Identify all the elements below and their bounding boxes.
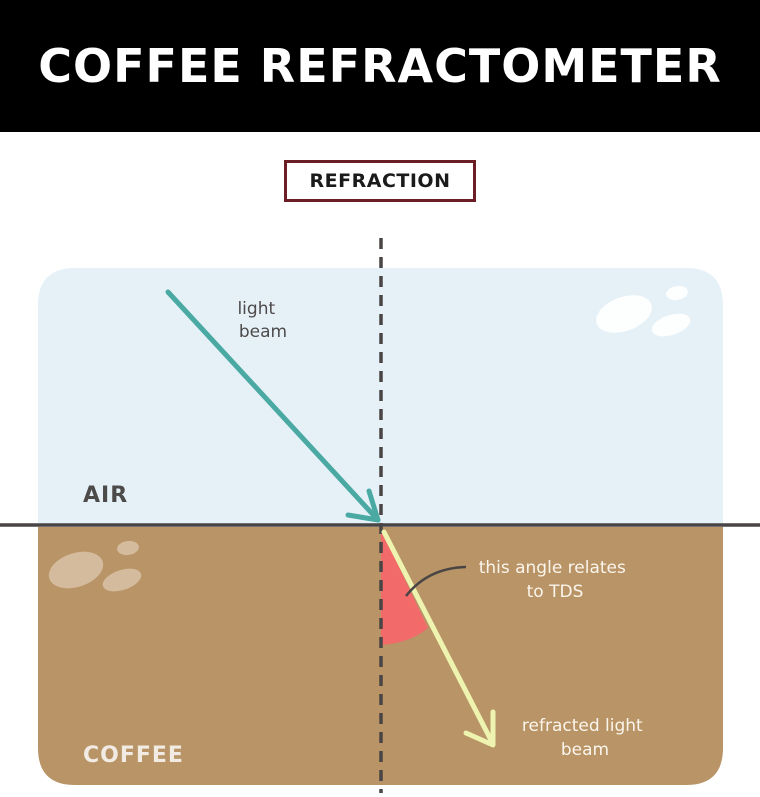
angle-label-line: to TDS xyxy=(527,582,584,602)
air-highlight-icon xyxy=(596,285,691,337)
angle-callout-line xyxy=(405,565,467,597)
incident-beam xyxy=(165,289,381,523)
angle-label-line: this angle relates xyxy=(479,558,626,578)
refracted-beam xyxy=(381,529,496,748)
angle-label: this angle relates to TDS xyxy=(479,558,632,602)
incident-beam-label-line: beam xyxy=(239,322,287,342)
incident-beam-label: light beam xyxy=(237,299,287,342)
page-title: COFFEE REFRACTOMETER xyxy=(38,39,722,93)
section-label: REFRACTION xyxy=(309,170,451,192)
refracted-beam-label-line: refracted light xyxy=(522,716,643,736)
refracted-beam-label-line: beam xyxy=(561,740,609,760)
incident-beam-label-line: light xyxy=(237,299,275,319)
coffee-label: COFFEE xyxy=(83,743,184,768)
coffee-highlight-icon xyxy=(48,540,142,592)
section-label-box: REFRACTION xyxy=(284,160,476,202)
air-label: AIR xyxy=(83,483,128,508)
angle-wedge xyxy=(381,529,428,645)
refracted-beam-label: refracted light beam xyxy=(522,716,648,760)
title-bar: COFFEE REFRACTOMETER xyxy=(0,0,760,132)
